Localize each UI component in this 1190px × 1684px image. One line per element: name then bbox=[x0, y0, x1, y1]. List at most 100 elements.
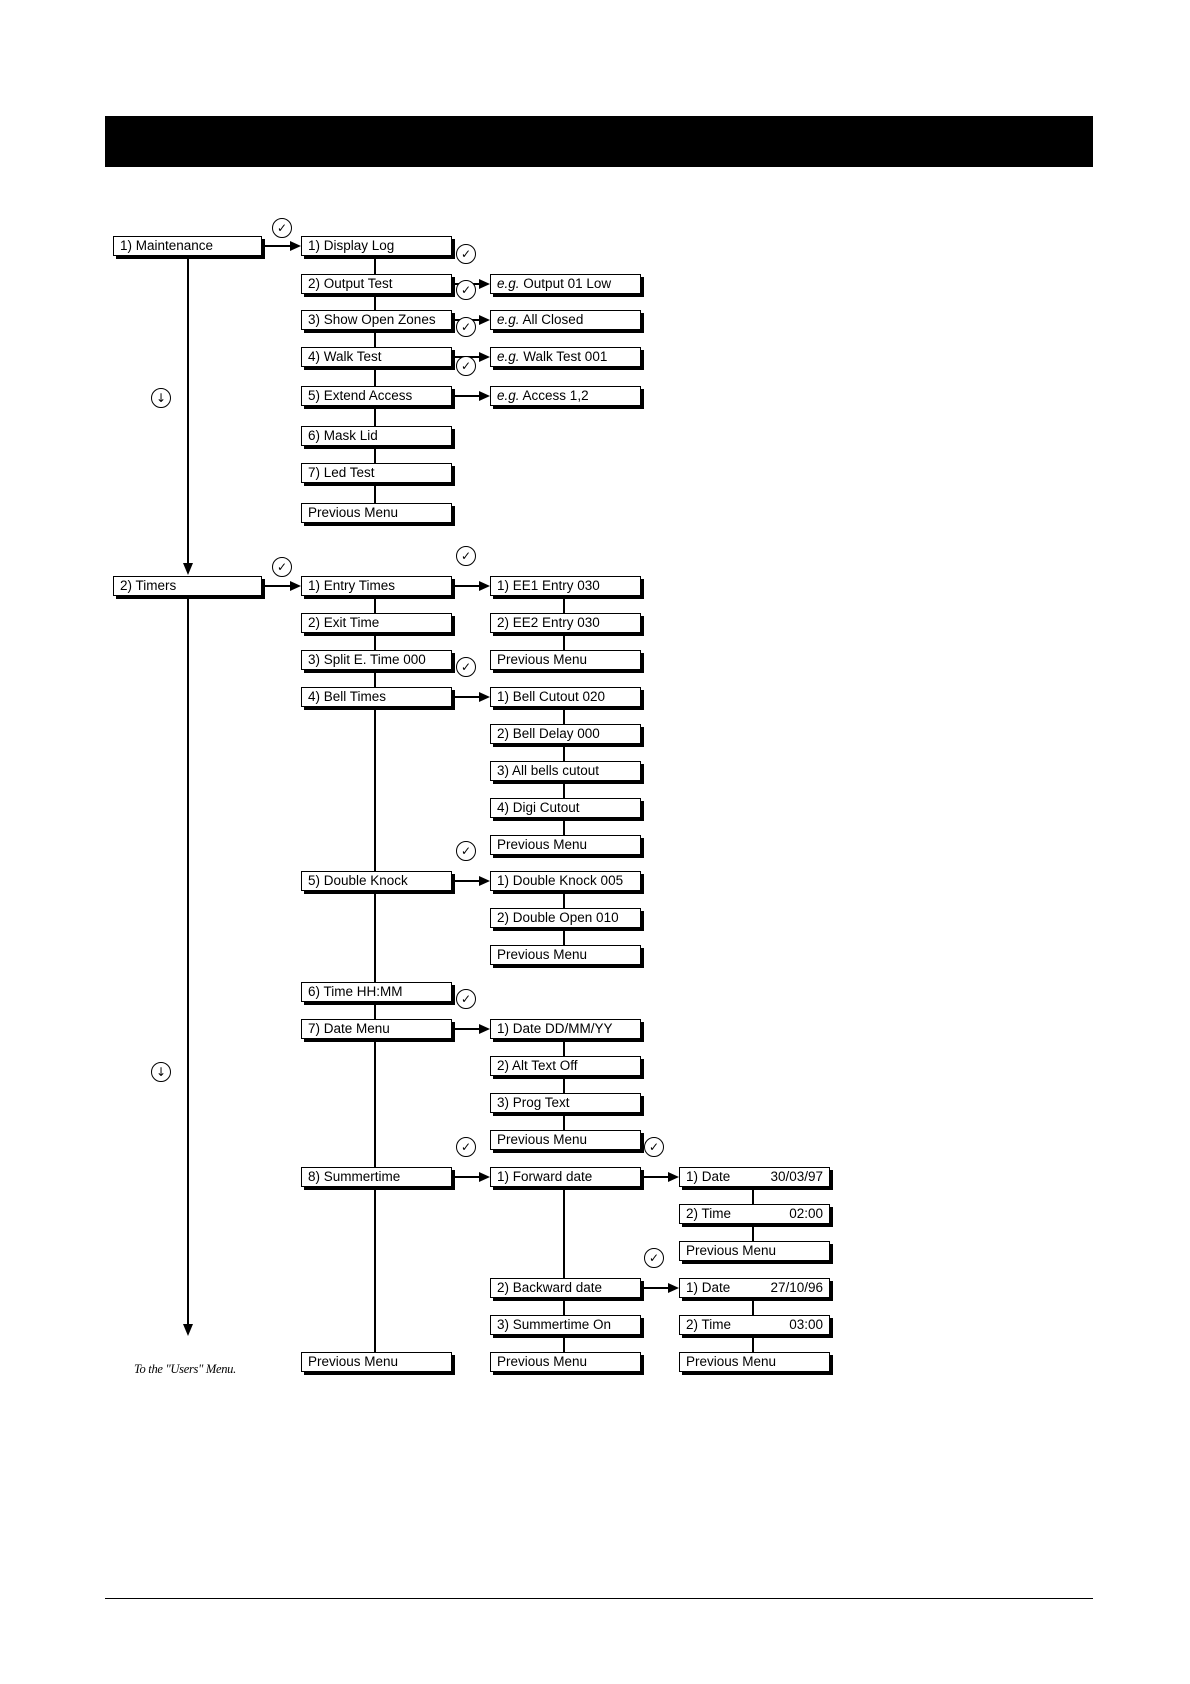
maintenance-item[interactable]: 3) Show Open Zones bbox=[301, 310, 452, 330]
menu-item[interactable]: Previous Menu bbox=[490, 1352, 641, 1372]
timers-item[interactable]: 3) Split E. Time 000 bbox=[301, 650, 452, 670]
timers-menu[interactable]: 2) Timers bbox=[113, 576, 262, 596]
menu-item-label: 1) Maintenance bbox=[120, 238, 214, 253]
menu-item[interactable]: 1) Forward date bbox=[490, 1167, 641, 1187]
arrow-right-icon bbox=[479, 1024, 490, 1034]
arrow-right-icon bbox=[479, 876, 490, 886]
arrow-line bbox=[453, 585, 480, 587]
menu-item[interactable]: 1) EE1 Entry 030 bbox=[490, 576, 641, 596]
timers-item[interactable]: 4) Bell Times bbox=[301, 687, 452, 707]
menu-item-label: Output 01 Low bbox=[523, 276, 612, 291]
example-readout[interactable]: e.g. Output 01 Low bbox=[490, 274, 641, 294]
menu-item[interactable]: 3) Summertime On bbox=[490, 1315, 641, 1335]
menu-item[interactable]: 2) EE2 Entry 030 bbox=[490, 613, 641, 633]
arrow-right-icon bbox=[479, 391, 490, 401]
down-arrow-circle-icon: ↓ bbox=[151, 388, 171, 408]
arrow-right-icon bbox=[479, 279, 490, 289]
menu-item-label: 4) Walk Test bbox=[308, 349, 382, 364]
menu-item[interactable]: Previous Menu bbox=[490, 945, 641, 965]
menu-item-value: 03:00 bbox=[789, 1317, 823, 1332]
connector-line bbox=[374, 256, 376, 503]
timers-item[interactable]: 2) Exit Time bbox=[301, 613, 452, 633]
arrow-line bbox=[453, 880, 480, 882]
arrow-line bbox=[187, 598, 189, 1325]
check-circle-icon: ✓ bbox=[456, 989, 476, 1009]
menu-item[interactable]: 2) Bell Delay 000 bbox=[490, 724, 641, 744]
summertime-entry[interactable]: Previous Menu bbox=[679, 1241, 830, 1261]
menu-item-label: 3) Summertime On bbox=[497, 1317, 612, 1332]
menu-item[interactable]: Previous Menu bbox=[490, 835, 641, 855]
example-prefix: e.g. bbox=[497, 388, 520, 403]
summertime-entry[interactable]: 1) Date 27/10/96 bbox=[679, 1278, 830, 1298]
check-circle-icon: ✓ bbox=[644, 1248, 664, 1268]
menu-item-label: 1) Display Log bbox=[308, 238, 395, 253]
timers-item[interactable]: 6) Time HH:MM bbox=[301, 982, 452, 1002]
example-readout[interactable]: e.g. Access 1,2 bbox=[490, 386, 641, 406]
menu-item-label: Previous Menu bbox=[497, 1132, 588, 1147]
menu-item[interactable]: 4) Digi Cutout bbox=[490, 798, 641, 818]
menu-item-label: 2) Alt Text Off bbox=[497, 1058, 578, 1073]
menu-item[interactable]: 1) Bell Cutout 020 bbox=[490, 687, 641, 707]
menu-item-label: 1) Date bbox=[686, 1280, 731, 1295]
menu-item-label: Previous Menu bbox=[497, 1354, 588, 1369]
maintenance-menu[interactable]: 1) Maintenance bbox=[113, 236, 262, 256]
menu-item-label: 1) EE1 Entry 030 bbox=[497, 578, 600, 593]
menu-item-label: Previous Menu bbox=[497, 652, 588, 667]
maintenance-item[interactable]: 6) Mask Lid bbox=[301, 426, 452, 446]
menu-item-label: Previous Menu bbox=[686, 1243, 777, 1258]
arrow-line bbox=[453, 1028, 480, 1030]
arrow-down-icon bbox=[183, 563, 193, 575]
arrow-right-icon bbox=[479, 1172, 490, 1182]
menu-item-label: Previous Menu bbox=[497, 837, 588, 852]
menu-item-label: 2) Double Open 010 bbox=[497, 910, 619, 925]
menu-item-label: 4) Digi Cutout bbox=[497, 800, 580, 815]
example-prefix: e.g. bbox=[497, 276, 520, 291]
menu-item[interactable]: Previous Menu bbox=[490, 650, 641, 670]
menu-item[interactable]: 3) All bells cutout bbox=[490, 761, 641, 781]
timers-item[interactable]: 1) Entry Times bbox=[301, 576, 452, 596]
menu-item[interactable]: 1) Double Knock 005 bbox=[490, 871, 641, 891]
summertime-entry[interactable]: Previous Menu bbox=[679, 1352, 830, 1372]
menu-item-label: 6) Mask Lid bbox=[308, 428, 378, 443]
example-readout[interactable]: e.g. All Closed bbox=[490, 310, 641, 330]
timers-item[interactable]: 5) Double Knock bbox=[301, 871, 452, 891]
menu-item-label: 1) Bell Cutout 020 bbox=[497, 689, 606, 704]
maintenance-item[interactable]: 5) Extend Access bbox=[301, 386, 452, 406]
menu-item[interactable]: 2) Backward date bbox=[490, 1278, 641, 1298]
menu-item[interactable]: Previous Menu bbox=[490, 1130, 641, 1150]
header-bar bbox=[105, 116, 1093, 167]
maintenance-item[interactable]: 2) Output Test bbox=[301, 274, 452, 294]
connector-line bbox=[563, 1039, 565, 1130]
down-arrow-circle-icon: ↓ bbox=[151, 1062, 171, 1082]
example-readout[interactable]: e.g. Walk Test 001 bbox=[490, 347, 641, 367]
maintenance-item[interactable]: 1) Display Log bbox=[301, 236, 452, 256]
maintenance-item[interactable]: 7) Led Test bbox=[301, 463, 452, 483]
menu-item-value: 27/10/96 bbox=[770, 1280, 823, 1295]
menu-item-label: 1) Date bbox=[686, 1169, 731, 1184]
menu-item-label: 1) Date DD/MM/YY bbox=[497, 1021, 613, 1036]
menu-item[interactable]: 2) Double Open 010 bbox=[490, 908, 641, 928]
timers-item[interactable]: 8) Summertime bbox=[301, 1167, 452, 1187]
menu-item-value: 02:00 bbox=[789, 1206, 823, 1221]
arrow-down-icon bbox=[183, 1324, 193, 1336]
menu-item-label: 2) Timers bbox=[120, 578, 177, 593]
menu-item-label: 1) Forward date bbox=[497, 1169, 593, 1184]
example-prefix: e.g. bbox=[497, 349, 520, 364]
arrow-right-icon bbox=[479, 581, 490, 591]
menu-item[interactable]: 3) Prog Text bbox=[490, 1093, 641, 1113]
menu-item[interactable]: 2) Alt Text Off bbox=[490, 1056, 641, 1076]
maintenance-item[interactable]: Previous Menu bbox=[301, 503, 452, 523]
check-circle-icon: ✓ bbox=[456, 356, 476, 376]
check-circle-icon: ✓ bbox=[456, 841, 476, 861]
timers-item[interactable]: 7) Date Menu bbox=[301, 1019, 452, 1039]
maintenance-item[interactable]: 4) Walk Test bbox=[301, 347, 452, 367]
arrow-right-icon bbox=[479, 315, 490, 325]
menu-item-label: Access 1,2 bbox=[522, 388, 589, 403]
menu-item[interactable]: 1) Date DD/MM/YY bbox=[490, 1019, 641, 1039]
menu-item-label: 1) Double Knock 005 bbox=[497, 873, 624, 888]
timers-item[interactable]: Previous Menu bbox=[301, 1352, 452, 1372]
